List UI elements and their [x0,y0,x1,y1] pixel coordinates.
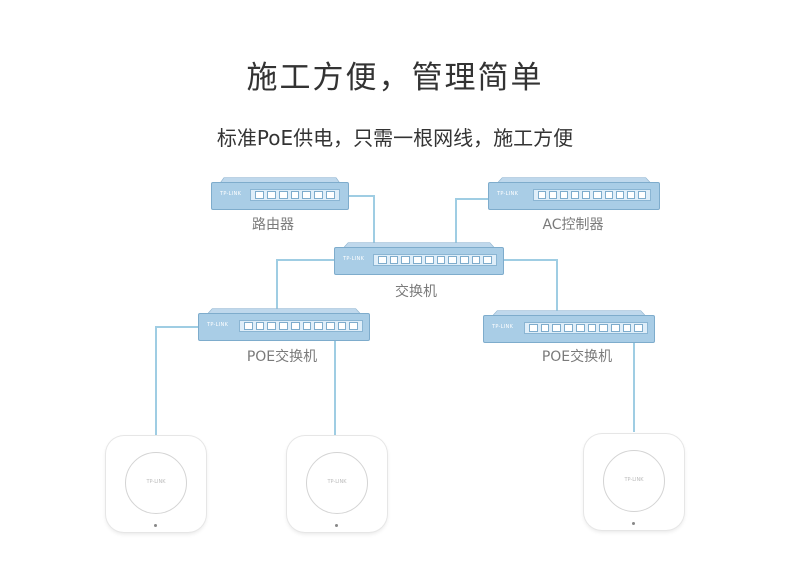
ac-ports [533,189,651,201]
switch-brand-logo: TP-LINK [343,256,365,262]
link-switch-poe-left [276,259,336,309]
link-switch-poe-right [500,259,558,311]
ap2-brand-logo: TP-LINK [327,479,347,485]
ap3-led [632,522,635,525]
access-point-2: TP-LINK [287,436,387,532]
page-title: 施工方便，管理简单 [246,60,544,96]
poe-left-brand-logo: TP-LINK [207,322,229,328]
router-device: TP-LINK [211,176,349,210]
router-ports [250,189,340,201]
page-subtitle: 标准PoE供电，只需一根网线，施工方便 [216,126,574,150]
router-label: 路由器 [252,217,294,233]
poe-switch-left-device: TP-LINK [198,307,370,341]
link-router-switch [343,195,375,244]
link-poe-right-ap3 [633,327,650,432]
ap1-brand-logo: TP-LINK [146,479,166,485]
poe-left-ports [239,320,363,332]
poe-right-brand-logo: TP-LINK [492,324,514,330]
switch-ports [373,254,497,266]
ac-brand-logo: TP-LINK [497,191,519,197]
poe-switch-right-label: POE交换机 [541,349,613,365]
poe-switch-left-label: POE交换机 [246,349,318,365]
switch-device: TP-LINK [334,241,504,275]
ap2-led [335,524,338,527]
link-poe-left-ap1 [155,326,198,438]
ap3-brand-logo: TP-LINK [624,477,644,483]
poe-right-ports [524,322,648,334]
poe-switch-right-device: TP-LINK [483,309,655,343]
switch-label: 交换机 [395,284,437,300]
ac-controller-label: AC控制器 [542,217,604,233]
router-brand-logo: TP-LINK [220,191,242,197]
ap1-led [154,524,157,527]
access-point-1: TP-LINK [106,436,206,532]
access-point-3: TP-LINK [584,434,684,530]
link-ac-switch [455,198,492,244]
ac-controller-device: TP-LINK [488,176,660,210]
